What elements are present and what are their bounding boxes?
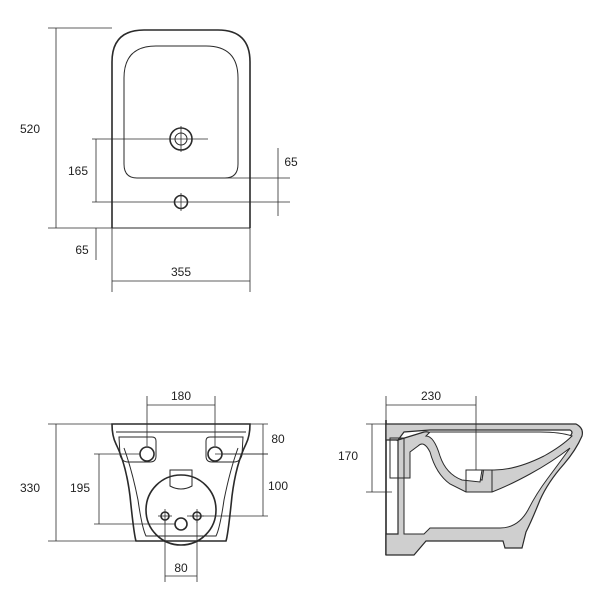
dim-bolt-spacing-top-label: 180 — [171, 389, 191, 403]
rear-view: 180 330 195 80 100 80 — [20, 389, 288, 582]
dim-rear-height-label: 330 — [20, 481, 40, 495]
dim-top-height-label: 520 — [20, 122, 40, 136]
waste-hole — [174, 517, 188, 531]
right-bracket — [205, 436, 244, 463]
side-mount-block — [389, 437, 405, 479]
dim-side-height-label: 170 — [338, 449, 358, 463]
rear-view-inner-outline — [123, 447, 239, 537]
side-lower-cavity — [403, 443, 571, 535]
side-view: 230 170 — [338, 389, 583, 556]
outlet-ring — [145, 474, 217, 546]
inlet-cutout — [169, 469, 193, 490]
dim-hole-spacing-label: 65 — [284, 155, 298, 169]
left-bolt-hole — [139, 446, 155, 462]
left-bracket — [118, 436, 157, 463]
dim-inlet-height-label: 100 — [268, 479, 288, 493]
dim-bolt-spacing-bottom-label: 80 — [174, 561, 188, 575]
top-view: 520 165 65 65 355 — [20, 27, 298, 292]
rear-view-outer-outline — [111, 423, 251, 542]
dim-mount-height-label: 195 — [70, 481, 90, 495]
dim-hole-offset-label: 165 — [68, 164, 88, 178]
side-bowl-cavity — [424, 431, 573, 483]
dim-side-depth-label: 230 — [421, 389, 441, 403]
top-view-inner-outline — [123, 45, 239, 179]
dim-bottom-offset-label: 65 — [75, 243, 89, 257]
top-view-outer-outline — [111, 29, 251, 228]
dim-top-offset-label: 80 — [271, 432, 285, 446]
dim-top-width-label: 355 — [171, 265, 191, 279]
